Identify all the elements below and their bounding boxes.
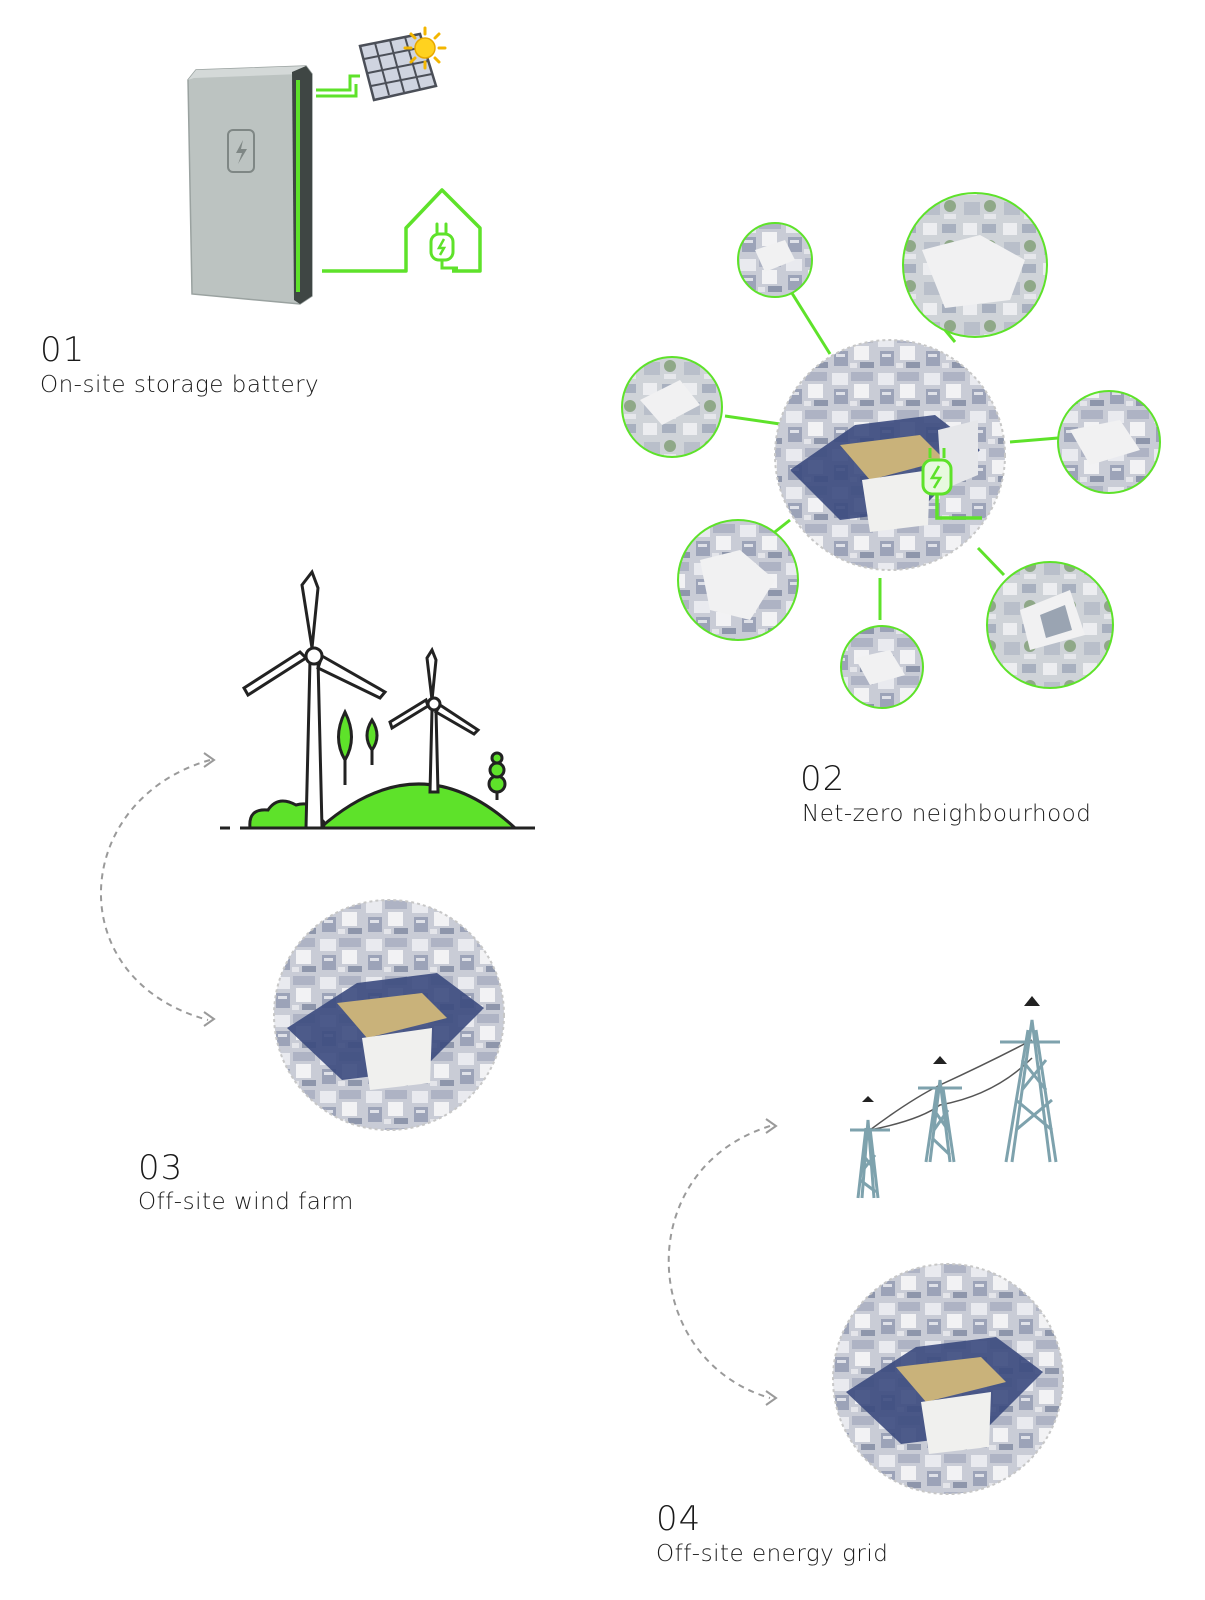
aerial-photo-icon xyxy=(832,1263,1064,1495)
power-pylon-icon xyxy=(667,996,1060,1399)
aerial-photo-icon xyxy=(677,519,799,641)
option-caption: On-site storage battery xyxy=(40,372,320,398)
wind-turbine-icon xyxy=(100,568,535,1021)
option-caption: Off-site energy grid xyxy=(656,1541,889,1567)
aerial-photo-icon xyxy=(621,356,723,458)
option-number: 04 xyxy=(656,1499,702,1539)
aerial-photo-icon xyxy=(273,899,505,1131)
aerial-photo-icon xyxy=(902,192,1048,338)
panel-net-zero-neighbourhood: 02 Net-zero neighbourhood xyxy=(600,180,1180,860)
hill-icon xyxy=(316,782,519,830)
tree-icon xyxy=(337,708,507,800)
neighbourhood-network-diagram xyxy=(621,192,1161,709)
option-number: 01 xyxy=(40,330,86,370)
option-number: 02 xyxy=(800,759,846,799)
house-icon xyxy=(322,188,482,273)
panel-off-site-wind-farm: 03 Off-site wind farm xyxy=(0,560,600,1220)
aerial-photo-icon xyxy=(774,339,1006,571)
curved-arrow xyxy=(765,1390,778,1406)
option-number: 03 xyxy=(138,1148,184,1188)
aerial-photo-icon xyxy=(737,222,813,298)
sun-icon xyxy=(403,26,447,70)
curved-arrow xyxy=(203,1011,216,1027)
plug-icon xyxy=(429,222,458,270)
aerial-photo-icon xyxy=(986,561,1114,689)
aerial-photo-icon xyxy=(840,625,924,709)
aerial-photo-icon xyxy=(1057,390,1161,494)
battery-icon xyxy=(187,65,313,305)
option-caption: Off-site wind farm xyxy=(138,1189,354,1215)
plug-icon xyxy=(921,448,982,520)
panel-on-site-storage-battery: 01 On-site storage battery xyxy=(0,0,600,420)
panel-off-site-energy-grid: 04 Off-site energy grid xyxy=(600,980,1200,1595)
option-caption: Net-zero neighbourhood xyxy=(802,801,1092,827)
